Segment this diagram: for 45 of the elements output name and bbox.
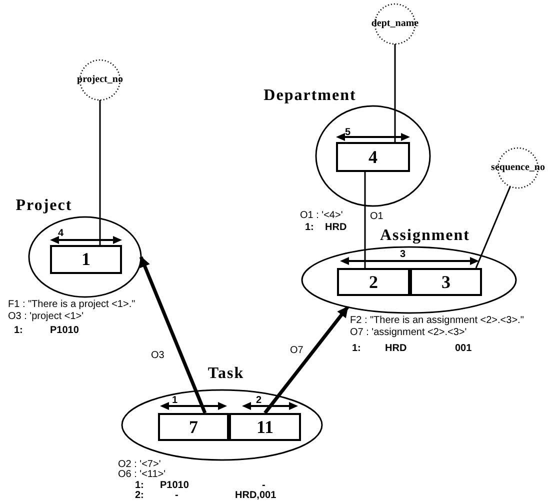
role-box: 1 [50,245,122,274]
entity-name: Department [262,86,358,106]
table-value: 1: [305,222,314,233]
connector-line [364,172,366,268]
table-value: 5 [345,127,351,138]
constraint-note: F2 : "There is an assignment <2>.<3>." [350,315,524,327]
value-type-name: sequence_no [490,162,546,173]
constraint-note: O7 : 'assignment <2>.<3>' [350,327,467,339]
entity-type [120,364,324,461]
table-value: HRD [385,343,407,354]
arrow [264,306,349,414]
table-value: 1: [135,480,144,491]
constraint-note: F1 : "There is a project <1>." [8,299,136,311]
table-value: 2: [135,490,144,501]
table-value: - [262,480,266,491]
table-value: 3 [400,249,406,260]
role-box: 7 [158,413,229,441]
connector-line [99,100,101,245]
table-value: 1 [172,395,178,406]
table-value: 2 [256,395,262,406]
connector-line [475,186,511,268]
table-value: 1: [352,343,361,354]
constraint-note: O6 : '<11>' [118,469,166,481]
constraint-note: O2 : '<7>' [118,459,161,470]
entity-name: Project [14,196,74,216]
constraint-note: O3 : 'project <1>' [8,311,84,323]
role-box: 11 [229,413,301,441]
role-box: 2 [337,268,410,296]
connector-line [394,44,396,142]
entity-name: Assignment [378,226,471,246]
table-value: 1: [14,325,23,336]
table-value: HRD [325,222,347,233]
value-type-name: dept_name [370,18,420,29]
role-box: 4 [336,142,410,172]
table-value: 001 [455,343,472,354]
table-value: 4 [58,228,64,239]
arrow [139,256,207,414]
table-value: P1010 [50,325,79,336]
entity-name: Task [206,364,246,384]
value-type-name: project_no [76,74,124,85]
table-value: HRD,001 [235,490,276,501]
table-value: - [175,490,178,501]
constraint-note: O1 : '<4>' [300,210,343,222]
table-value: P1010 [160,480,189,491]
role-box: 3 [410,268,482,296]
